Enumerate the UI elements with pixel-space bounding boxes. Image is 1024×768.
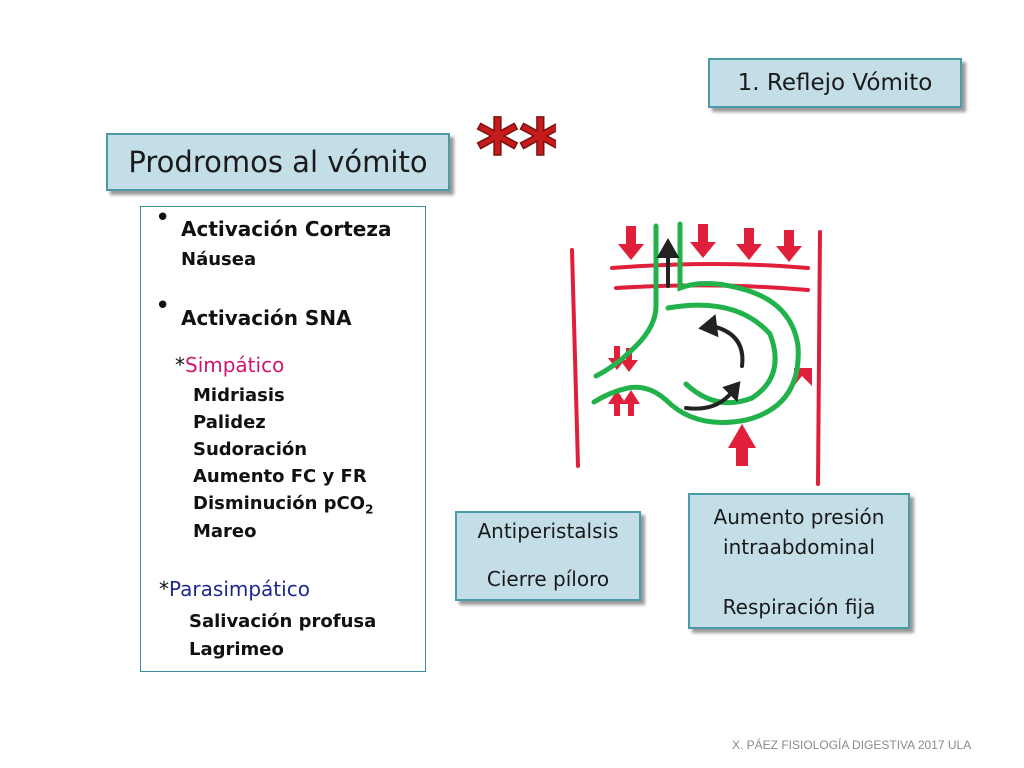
- sympathetic-item: Sudoración: [193, 439, 308, 460]
- reflex-title-box: 1. Reflejo Vómito: [708, 58, 962, 108]
- pressure-arrows: [608, 224, 812, 466]
- parasympathetic-item: Lagrimeo: [189, 639, 284, 660]
- pco2-subscript: 2: [365, 502, 374, 517]
- sympathetic-item: Midriasis: [193, 385, 285, 406]
- abdominal-wall: [570, 230, 822, 486]
- esophagus-left: [593, 223, 659, 379]
- stomach-outline: [591, 221, 801, 425]
- down-arrow-icon: [620, 348, 638, 372]
- sympathetic-prefix: *: [175, 353, 185, 377]
- parasympathetic-heading: *Parasimpático: [159, 577, 310, 601]
- reflex-title: 1. Reflejo Vómito: [737, 70, 933, 96]
- stars-mark: **: [476, 112, 556, 182]
- pressure-label-line1: Aumento presión: [713, 505, 885, 529]
- stars-text: **: [476, 112, 556, 182]
- antiperistalsis-box: Antiperistalsis Cierre píloro: [455, 511, 641, 601]
- arrow-head-icon: [698, 314, 719, 338]
- left-wall-line: [570, 248, 580, 468]
- sympathetic-item: Palidez: [193, 412, 266, 433]
- prodromos-title: Prodromos al vómito: [128, 145, 428, 179]
- pressure-label-line2: intraabdominal: [723, 535, 875, 559]
- diaphragm-line-lower: [614, 283, 810, 292]
- stomach-diagram: [570, 221, 822, 486]
- curved-flow-arrow: [684, 390, 734, 411]
- pressure-box: Aumento presión intraabdominal Respiraci…: [688, 493, 910, 629]
- up-arrow-icon: [608, 390, 626, 416]
- down-arrow-icon: [690, 224, 716, 258]
- fixed-breathing-label: Respiración fija: [722, 595, 876, 619]
- down-arrow-icon: [618, 226, 644, 260]
- cortex-heading: Activación Corteza: [181, 217, 392, 241]
- cortex-item: Náusea: [181, 249, 257, 270]
- sympathetic-label: Simpático: [185, 353, 285, 377]
- down-arrow-icon: [736, 228, 762, 260]
- diaphragm-line-upper: [610, 262, 810, 270]
- pylorus-closure-label: Cierre píloro: [486, 567, 610, 591]
- sna-heading: Activación SNA: [181, 306, 352, 330]
- up-arrow-icon: [728, 424, 756, 466]
- sympathetic-heading: *Simpático: [175, 353, 284, 377]
- parasympathetic-item: Salivación profusa: [189, 611, 377, 632]
- curved-flow-arrow: [710, 324, 745, 368]
- down-arrow-icon: [776, 230, 802, 262]
- stomach-curve: [591, 221, 801, 425]
- sympathetic-item-pco2: Disminución pCO2: [193, 493, 373, 517]
- prodromos-list-panel: • Activación Corteza Náusea • Activación…: [140, 203, 426, 672]
- parasympathetic-prefix: *: [159, 577, 169, 601]
- sympathetic-item: Mareo: [193, 521, 257, 542]
- right-wall-line: [816, 230, 822, 486]
- up-arrow-icon: [622, 390, 640, 416]
- prodromos-title-box: Prodromos al vómito: [106, 133, 450, 191]
- bullet-dot: •: [155, 291, 171, 321]
- parasympathetic-label: Parasimpático: [169, 577, 310, 601]
- pco2-text: Disminución pCO: [193, 493, 366, 514]
- antiperistalsis-arrows: [656, 237, 745, 411]
- stomach-inner: [665, 302, 778, 406]
- arrow-head-icon: [656, 237, 680, 258]
- sympathetic-item: Aumento FC y FR: [193, 466, 367, 487]
- arrow-head-icon: [722, 381, 741, 403]
- antiperistalsis-label: Antiperistalsis: [477, 519, 619, 543]
- bullet-dot: •: [155, 203, 171, 233]
- footer-credit: X. PÁEZ FISIOLOGÍA DIGESTIVA 2017 ULA: [732, 738, 972, 752]
